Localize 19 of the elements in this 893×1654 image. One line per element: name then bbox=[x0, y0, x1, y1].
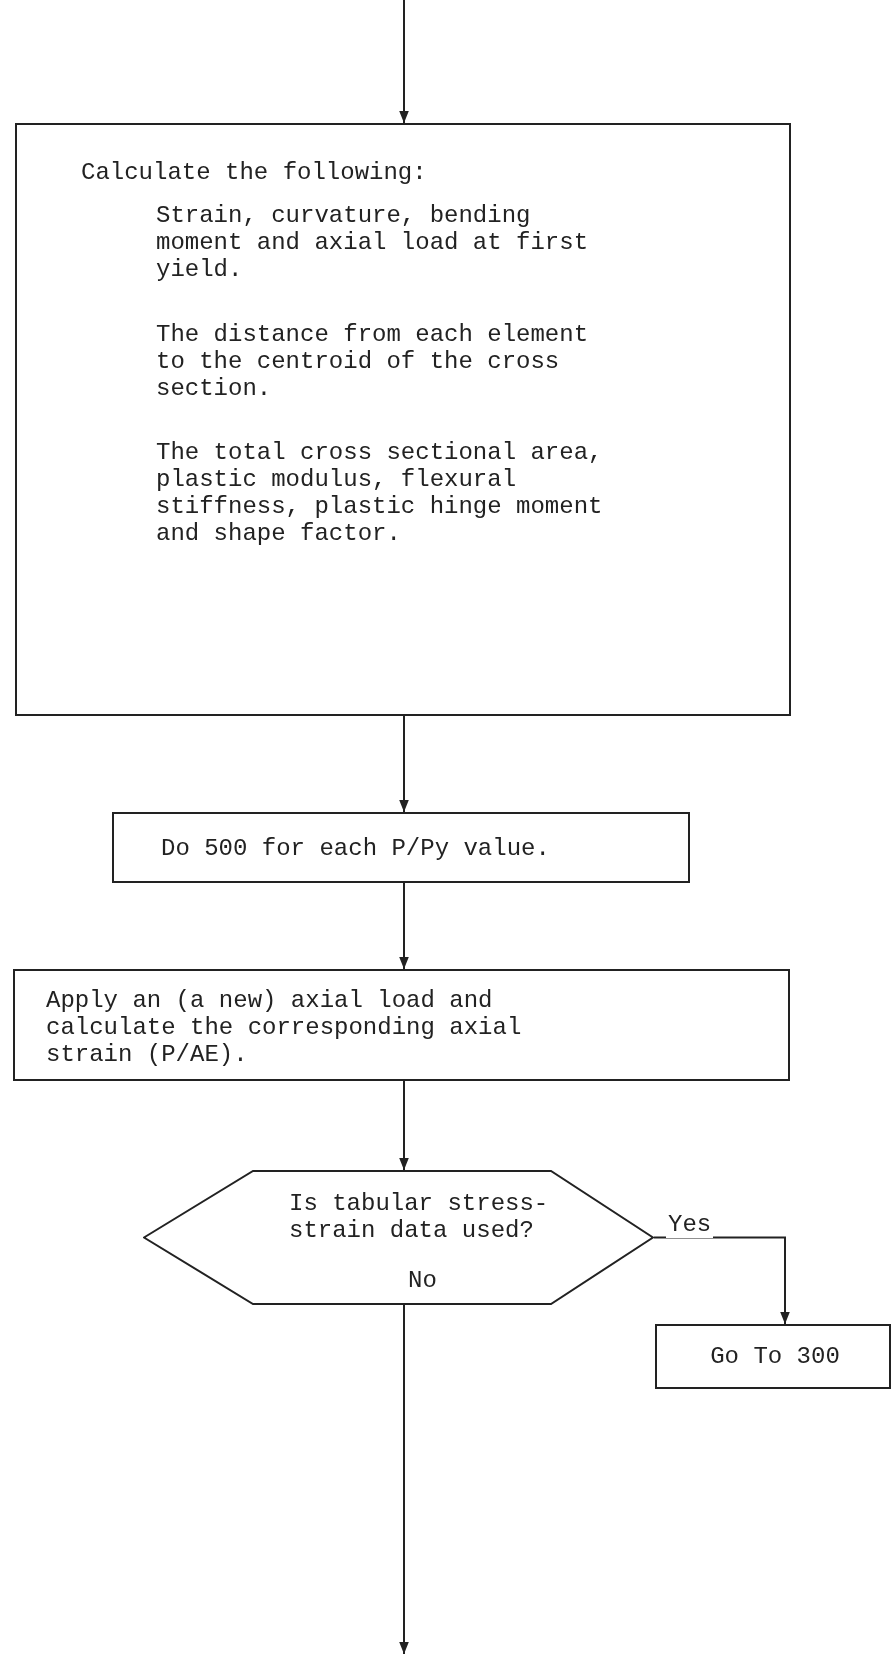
arrow bbox=[399, 882, 409, 970]
arrow bbox=[399, 1304, 409, 1654]
process-box bbox=[112, 812, 690, 883]
edge-label: Yes bbox=[666, 1212, 714, 1238]
box-text: Do 500 for each P/Py value. bbox=[161, 835, 551, 862]
box-text: Apply an (a new) axial load and calculate the corresponding axial strain (P/AE). bbox=[46, 987, 523, 1068]
box-text: The total cross sectional area, plastic modulus, flexural stiffness, plastic hinge moment and shape factor. bbox=[156, 439, 604, 547]
arrow bbox=[399, 0, 409, 124]
process-box bbox=[655, 1324, 891, 1389]
arrow bbox=[399, 1080, 409, 1171]
arrow bbox=[399, 715, 409, 813]
box-text: Strain, curvature, bending moment and axial load at first yield. bbox=[156, 202, 590, 283]
process-box bbox=[15, 123, 791, 716]
box-text: The distance from each element to the centroid of the cross section. bbox=[156, 321, 590, 402]
box-text: Is tabular stress-strain data used? bbox=[289, 1190, 550, 1244]
box-heading: Calculate the following: bbox=[81, 159, 428, 186]
arrow bbox=[653, 1236, 790, 1325]
box-text: Go To 300 bbox=[709, 1343, 841, 1370]
process-box bbox=[13, 969, 790, 1081]
